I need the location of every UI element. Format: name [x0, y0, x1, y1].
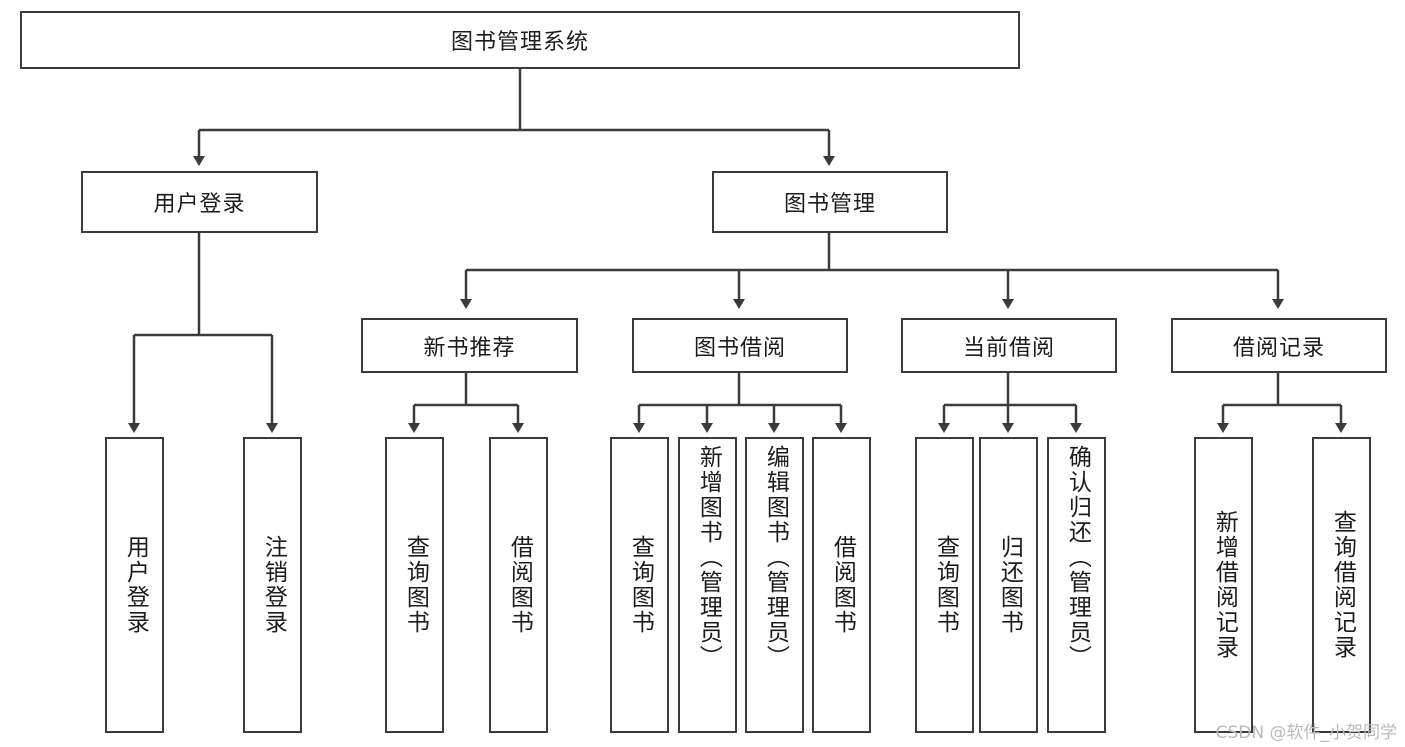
leaf-label: 查询图书 — [627, 535, 654, 635]
node-current-borrow[interactable]: 当前借阅 — [901, 318, 1117, 373]
leaf-user-login-logout[interactable]: 注销登录 — [243, 437, 302, 733]
node-book-management[interactable]: 图书管理 — [712, 171, 948, 233]
leaf-label: 查询图书 — [932, 535, 959, 635]
leaf-label: 确认归还（管理员） — [1064, 445, 1091, 670]
node-current-borrow-label: 当前借阅 — [962, 335, 1055, 361]
leaf-label: 借阅图书 — [829, 535, 856, 635]
leaf-label: 查询借阅记录 — [1329, 510, 1356, 660]
node-user-login[interactable]: 用户登录 — [81, 171, 318, 233]
node-borrow-record[interactable]: 借阅记录 — [1171, 318, 1387, 373]
leaf-label: 借阅图书 — [506, 535, 533, 635]
node-user-login-label: 用户登录 — [153, 192, 246, 217]
node-book-management-label: 图书管理 — [783, 192, 876, 217]
leaf-label: 注销登录 — [260, 535, 287, 635]
leaf-record-query-record[interactable]: 查询借阅记录 — [1312, 437, 1371, 733]
leaf-label: 新增图书（管理员） — [695, 445, 722, 670]
leaf-borrow-query-book[interactable]: 查询图书 — [610, 437, 669, 733]
leaf-current-query-book[interactable]: 查询图书 — [915, 437, 974, 733]
leaf-label: 编辑图书（管理员） — [762, 445, 789, 670]
watermark-text: CSDN @软件_小贺同学 — [1215, 723, 1397, 743]
node-new-book-recommend[interactable]: 新书推荐 — [361, 318, 578, 373]
leaf-recommend-query-book[interactable]: 查询图书 — [385, 437, 444, 733]
leaf-current-return-book[interactable]: 归还图书 — [979, 437, 1038, 733]
node-book-borrow[interactable]: 图书借阅 — [632, 318, 848, 373]
node-borrow-record-label: 借阅记录 — [1232, 335, 1325, 361]
node-new-book-recommend-label: 新书推荐 — [423, 335, 516, 361]
leaf-label: 查询图书 — [402, 535, 429, 635]
leaf-borrow-add-book-admin[interactable]: 新增图书（管理员） — [678, 437, 737, 733]
leaf-current-confirm-return-admin[interactable]: 确认归还（管理员） — [1047, 437, 1106, 733]
leaf-label: 新增借阅记录 — [1211, 510, 1238, 660]
node-book-borrow-label: 图书借阅 — [693, 335, 786, 361]
node-root-label: 图书管理系统 — [450, 30, 589, 55]
leaf-recommend-borrow-book[interactable]: 借阅图书 — [489, 437, 548, 733]
leaf-label: 用户登录 — [122, 535, 149, 635]
leaf-user-login-login[interactable]: 用户登录 — [105, 437, 164, 733]
leaf-label: 归还图书 — [996, 535, 1023, 635]
leaf-borrow-borrow-book[interactable]: 借阅图书 — [812, 437, 871, 733]
leaf-borrow-edit-book-admin[interactable]: 编辑图书（管理员） — [745, 437, 804, 733]
node-root[interactable]: 图书管理系统 — [20, 11, 1020, 69]
leaf-record-add-record[interactable]: 新增借阅记录 — [1194, 437, 1253, 733]
